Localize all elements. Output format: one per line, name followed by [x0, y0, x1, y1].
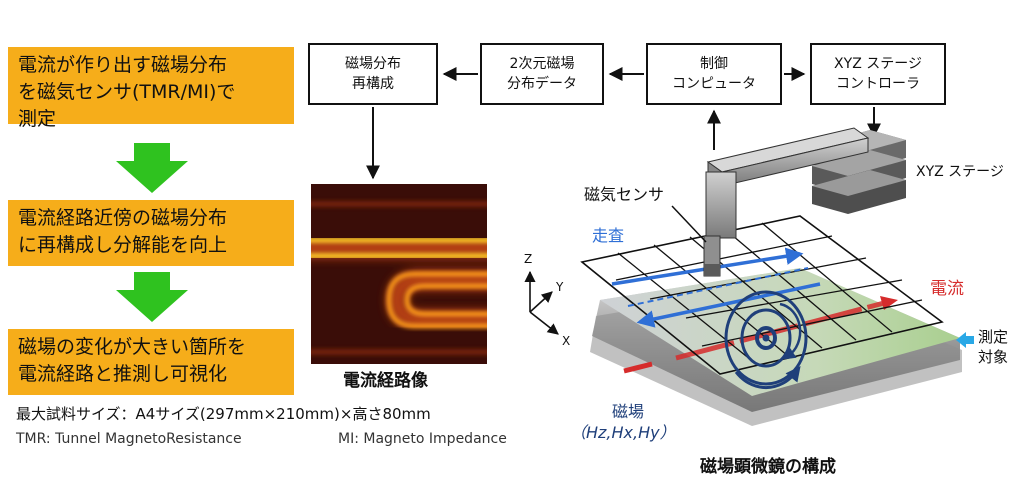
diagram-caption: 磁場顕微鏡の構成 [700, 457, 836, 477]
flow-step-visualize: 磁場の変化が大きい箇所を 電流経路と推測し可視化 [8, 329, 294, 395]
block-xyz-stage-controller: XYZ ステージ コントローラ [810, 43, 946, 105]
tmr-note: TMR: Tunnel MagnetoResistance [16, 431, 242, 447]
sensor-pointer-line [671, 205, 707, 243]
block-xyz-stage-controller-line2: コントローラ [836, 76, 920, 92]
block-field-reconstruction-line2: 再構成 [352, 76, 394, 92]
block-field-reconstruction: 磁場分布 再構成 [308, 43, 438, 105]
block-xyz-stage-controller-line1: XYZ ステージ [834, 56, 922, 72]
xyz-stage-label: XYZ ステージ [916, 164, 1004, 180]
measurement-target-label: 測定 対象 [978, 327, 1008, 367]
block-2d-field-data-line1: 2次元磁場 [509, 56, 575, 72]
flow-step-visualize-line1: 磁場の変化が大きい箇所を [18, 336, 247, 358]
block-2d-field-data: 2次元磁場 分布データ [480, 43, 604, 105]
block-control-computer: 制御 コンピュータ [646, 43, 782, 105]
magnetic-field-components-label: （Hz,Hx,Hy） [570, 423, 676, 442]
block-control-computer-line1: 制御 [700, 56, 728, 72]
magnetic-field-label: 磁場 [612, 402, 645, 421]
current-path-image-caption: 電流経路像 [343, 371, 428, 391]
flow-step-reconstruct-line1: 電流経路近傍の磁場分布 [18, 207, 228, 229]
mi-note: MI: Magneto Impedance [338, 431, 507, 447]
target-pointer-icon [956, 332, 974, 348]
axis-y-label: Y [556, 280, 564, 294]
block-control-computer-line2: コンピュータ [672, 76, 756, 92]
measurement-target-label-line1: 測定 [978, 328, 1009, 346]
axis-x-label: X [562, 334, 571, 348]
sensor-arm [703, 127, 870, 277]
flow-down-arrow-1 [116, 143, 188, 193]
current-label: 電流 [930, 279, 964, 299]
flow-step-measure-line2: を磁気センサ(TMR/MI)で [18, 81, 236, 103]
current-path-image [311, 184, 487, 364]
flow-step-reconstruct-line2: に再構成し分解能を向上 [18, 234, 228, 256]
current-path-line [623, 296, 898, 374]
axis-indicator [524, 270, 559, 335]
flow-step-visualize-line2: 電流経路と推測し可視化 [18, 363, 228, 385]
flow-step-measure-line3: 測定 [18, 108, 57, 130]
magnetic-field-rings [724, 290, 808, 390]
block-field-reconstruction-line1: 磁場分布 [345, 56, 401, 72]
scan-label: 走査 [592, 226, 625, 245]
axis-z-label: Z [524, 252, 533, 266]
flow-down-arrow-2 [116, 272, 188, 322]
max-sample-size-note: 最大試料サイズ：A4サイズ(297mm×210mm)×高さ80mm [16, 405, 431, 423]
block-2d-field-data-line2: 分布データ [507, 76, 577, 92]
measurement-target-label-line2: 対象 [978, 348, 1009, 366]
flow-step-reconstruct: 電流経路近傍の磁場分布 に再構成し分解能を向上 [8, 200, 294, 266]
magnetic-sensor-label: 磁気センサ [584, 185, 665, 204]
flow-step-measure: 電流が作り出す磁場分布 を磁気センサ(TMR/MI)で 測定 [8, 47, 294, 130]
flow-step-measure-line1: 電流が作り出す磁場分布 [18, 54, 228, 76]
